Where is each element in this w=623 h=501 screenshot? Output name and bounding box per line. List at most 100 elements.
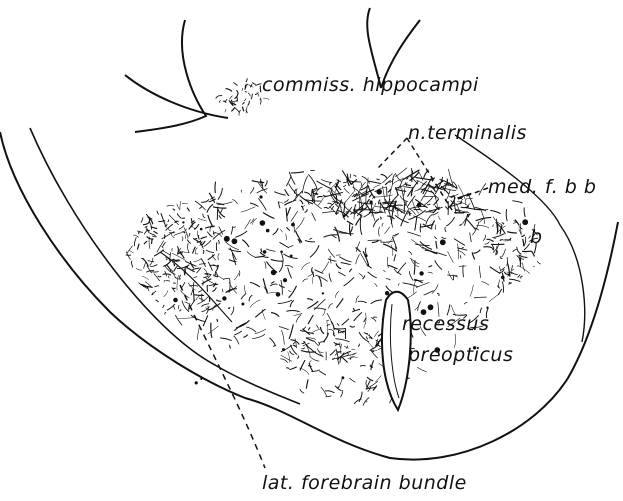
fiber-stroke <box>380 217 381 220</box>
fiber-stroke <box>203 315 208 326</box>
fiber-stroke <box>302 176 307 194</box>
fiber-stroke <box>513 249 517 251</box>
fiber-stroke <box>457 243 458 259</box>
fiber-stroke <box>232 199 237 204</box>
fiber-stroke <box>352 309 360 312</box>
fiber-stroke <box>266 249 276 252</box>
fiber-stroke <box>380 241 393 242</box>
fiber-stroke <box>274 192 285 195</box>
fiber-stroke <box>369 338 371 339</box>
fiber-stroke <box>441 186 449 194</box>
fiber-stroke <box>144 241 147 244</box>
fiber-stroke <box>173 209 175 211</box>
fiber-stroke <box>367 336 368 339</box>
fiber-stroke <box>236 90 238 95</box>
fiber-stroke <box>437 293 439 296</box>
fiber-stroke <box>412 170 413 182</box>
fiber-stroke <box>533 266 535 267</box>
fiber-stroke <box>143 262 145 268</box>
fiber-stroke <box>241 190 242 192</box>
fiber-stroke <box>175 315 182 325</box>
fiber-stroke <box>296 315 301 323</box>
fiber-stroke <box>310 238 313 240</box>
fiber-stroke <box>432 284 438 293</box>
fiber-stroke <box>258 198 266 210</box>
fiber-stroke <box>490 267 501 274</box>
fiber-stroke <box>220 209 222 214</box>
fiber-stroke <box>470 285 473 297</box>
fiber-stroke <box>246 327 256 332</box>
cell-body <box>385 291 389 295</box>
fiber-stroke <box>207 232 212 237</box>
fiber-stroke <box>225 109 226 113</box>
fiber-stroke <box>152 293 153 295</box>
fiber-stroke <box>218 240 219 244</box>
fiber-stroke <box>166 257 167 261</box>
fiber-stroke <box>417 180 434 189</box>
leader-med-fbb <box>455 188 488 200</box>
fiber-stroke <box>342 319 349 325</box>
cell-body <box>224 236 230 242</box>
fiber-stroke <box>270 284 277 286</box>
fiber-stroke <box>473 250 480 254</box>
fiber-stroke <box>211 323 212 338</box>
fiber-stroke <box>326 320 328 321</box>
fiber-stroke <box>325 391 334 393</box>
fiber-stroke <box>194 276 198 277</box>
fiber-stroke <box>179 225 184 229</box>
fiber-stroke <box>131 261 132 268</box>
fiber-stroke <box>429 266 433 267</box>
fiber-stroke <box>337 213 339 215</box>
fiber-stroke <box>375 283 378 287</box>
fiber-stroke <box>362 176 370 183</box>
fiber-stroke <box>169 215 179 225</box>
fiber-stroke <box>204 269 209 277</box>
fiber-stroke <box>332 358 335 359</box>
fiber-stroke <box>518 275 521 278</box>
fiber-stroke <box>349 378 355 382</box>
cell-body <box>376 189 382 195</box>
fiber-stroke <box>403 283 418 287</box>
cell-body <box>283 278 287 282</box>
fiber-stroke <box>161 213 166 227</box>
fiber-stroke <box>284 199 289 202</box>
fiber-stroke <box>371 318 376 322</box>
fiber-stroke <box>271 281 274 283</box>
fiber-stroke <box>341 344 342 354</box>
fiber-stroke <box>494 234 505 238</box>
fiber-stroke <box>250 300 260 308</box>
fiber-stroke <box>239 110 241 116</box>
fiber-stroke <box>241 207 256 212</box>
fiber-stroke <box>229 345 230 348</box>
fiber-stroke <box>243 335 247 337</box>
fiber-stroke <box>261 249 262 253</box>
fiber-stroke <box>395 215 409 223</box>
fiber-stroke <box>246 79 247 83</box>
fiber-stroke <box>369 194 372 198</box>
fiber-stroke <box>180 201 181 210</box>
fiber-stroke <box>231 100 232 102</box>
fiber-stroke <box>356 254 360 264</box>
fiber-stroke <box>235 108 239 112</box>
fiber-stroke <box>460 224 462 225</box>
fiber-stroke <box>286 368 289 369</box>
fiber-stroke <box>141 217 143 222</box>
fiber-stroke <box>415 216 417 231</box>
fiber-stroke <box>247 252 256 258</box>
fiber-stroke <box>523 263 525 272</box>
fiber-stroke <box>242 102 244 104</box>
fiber-stroke <box>474 297 487 298</box>
fiber-stroke <box>223 278 229 279</box>
fiber-stroke <box>242 88 243 91</box>
label-lat-forebrain-bundle: lat. forebrain bundle <box>262 474 467 493</box>
fiber-stroke <box>309 363 313 372</box>
fiber-stroke <box>250 187 254 193</box>
fiber-stroke <box>163 305 165 308</box>
fiber-stroke <box>194 224 199 229</box>
fiber-stroke <box>454 239 465 246</box>
fiber-stroke <box>416 282 429 287</box>
fiber-stroke <box>189 233 190 237</box>
fiber-stroke <box>150 265 157 267</box>
fiber-stroke <box>263 278 267 293</box>
fiber-stroke <box>235 231 247 237</box>
